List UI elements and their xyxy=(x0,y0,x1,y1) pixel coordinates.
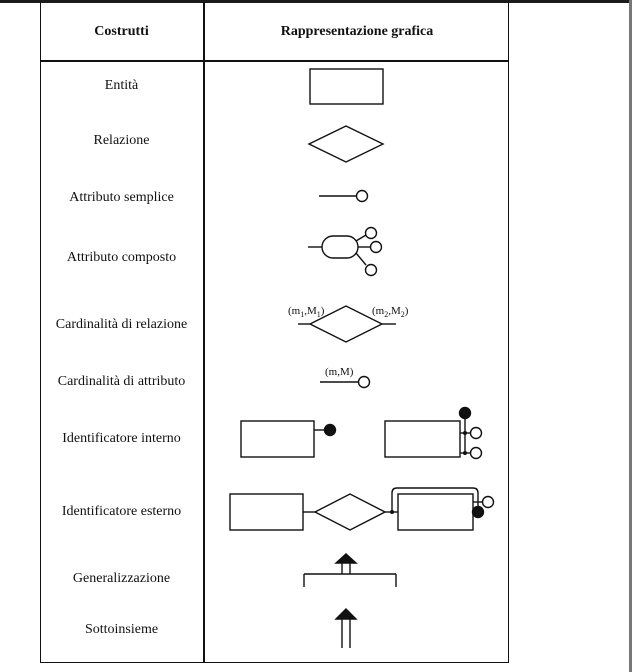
entity-rectangle-icon xyxy=(309,68,384,105)
label-subset: Sottoinsieme xyxy=(84,622,159,637)
relationship-diamond-icon xyxy=(307,125,385,163)
rel-card-right-label: (m2,M2) xyxy=(372,305,409,319)
relationship-cardinality-icon xyxy=(298,305,396,343)
internal-identifier-multi-icon xyxy=(384,406,483,460)
subset-icon xyxy=(334,608,358,648)
label-external-identifier: Identificatore esterno xyxy=(61,504,182,519)
internal-identifier-single-icon xyxy=(240,420,337,458)
label-composite-attribute: Attributo composto xyxy=(66,250,177,265)
top-border-bar xyxy=(0,0,632,3)
label-attribute-cardinality: Cardinalità di attributo xyxy=(57,374,186,389)
composite-attribute-icon xyxy=(308,226,383,277)
label-internal-identifier: Identificatore interno xyxy=(62,431,181,446)
generalization-icon xyxy=(303,553,397,587)
label-generalization: Generalizzazione xyxy=(72,571,171,586)
simple-attribute-icon xyxy=(319,189,369,203)
rel-card-left-label: (m1,M1) xyxy=(288,305,325,319)
label-relationship-cardinality: Cardinalità di relazione xyxy=(55,317,188,332)
right-edge-bar xyxy=(629,0,632,672)
column-divider xyxy=(203,2,205,663)
attr-card-label: (m,M) xyxy=(325,366,354,378)
label-entity: Entità xyxy=(104,78,139,93)
header-costrutti: Costrutti xyxy=(94,24,149,39)
constructs-table xyxy=(40,2,509,663)
attribute-cardinality-icon xyxy=(320,375,371,389)
external-identifier-icon xyxy=(229,487,495,531)
label-simple-attribute: Attributo semplice xyxy=(69,190,174,205)
header-rappresentazione: Rappresentazione grafica xyxy=(280,24,434,39)
label-relationship: Relazione xyxy=(93,133,150,148)
header-rule xyxy=(40,60,509,62)
